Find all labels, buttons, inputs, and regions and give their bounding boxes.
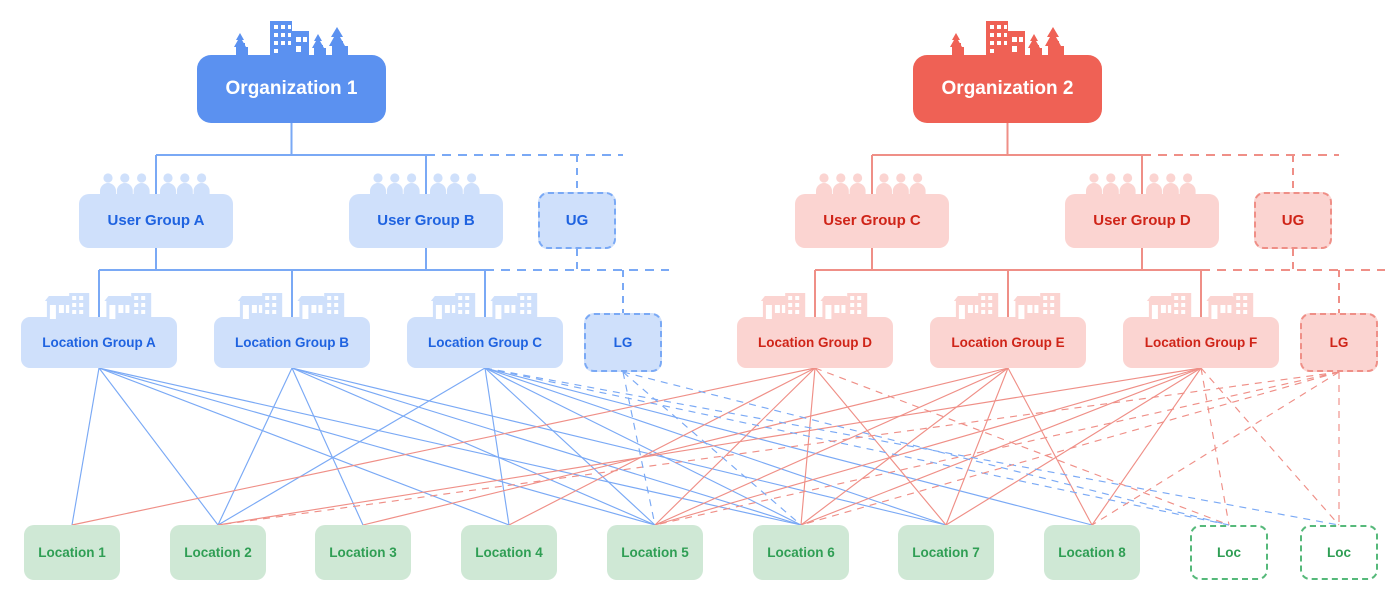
location-group-placeholder-label: LG — [1329, 334, 1349, 350]
location-group-lgf[interactable]: Location Group F — [1123, 317, 1279, 368]
user-group-label: User Group A — [107, 212, 205, 230]
user-group-uga[interactable]: User Group A — [79, 194, 233, 248]
user-group-placeholder-label: UG — [565, 211, 589, 229]
location-loc1[interactable]: Location 1 — [24, 525, 120, 580]
red-tree-connectors — [814, 123, 1385, 317]
location-group-label: Location Group D — [758, 334, 872, 350]
location-group-placeholder-label: LG — [613, 334, 633, 350]
location-loc4[interactable]: Location 4 — [461, 525, 557, 580]
location-loc2[interactable]: Location 2 — [170, 525, 266, 580]
red-membership-lines — [71, 367, 1202, 526]
user-group-ugb[interactable]: User Group B — [349, 194, 503, 248]
user-group-label: User Group C — [823, 212, 921, 230]
location-placeholder-loc-ghost-2[interactable]: Loc — [1300, 525, 1378, 580]
organization-org1[interactable]: Organization 1 — [197, 55, 386, 123]
location-group-label: Location Group E — [951, 334, 1065, 350]
user-group-placeholder-ug-ghost-blue[interactable]: UG — [538, 192, 616, 249]
location-loc8[interactable]: Location 8 — [1044, 525, 1140, 580]
location-group-label: Location Group A — [42, 334, 156, 350]
user-group-placeholder-ug-ghost-red[interactable]: UG — [1254, 192, 1332, 249]
location-placeholder-loc-ghost-1[interactable]: Loc — [1190, 525, 1268, 580]
location-group-lgc[interactable]: Location Group C — [407, 317, 563, 368]
location-loc5[interactable]: Location 5 — [607, 525, 703, 580]
user-group-ugd[interactable]: User Group D — [1065, 194, 1219, 248]
location-loc6[interactable]: Location 6 — [753, 525, 849, 580]
location-label: Location 3 — [329, 544, 397, 560]
location-label: Location 7 — [912, 544, 980, 560]
location-group-label: Location Group C — [428, 334, 542, 350]
location-group-lga[interactable]: Location Group A — [21, 317, 177, 368]
location-placeholder-label: Loc — [1326, 544, 1351, 560]
location-loc7[interactable]: Location 7 — [898, 525, 994, 580]
blue-membership-lines — [71, 367, 1093, 526]
organization-org2[interactable]: Organization 2 — [913, 55, 1102, 123]
blue-tree-connectors — [98, 123, 669, 317]
location-group-lgd[interactable]: Location Group D — [737, 317, 893, 368]
location-group-label: Location Group B — [235, 334, 349, 350]
location-placeholder-label: Loc — [1216, 544, 1241, 560]
organization-label: Organization 1 — [225, 78, 358, 100]
user-group-placeholder-label: UG — [1281, 211, 1305, 229]
user-group-label: User Group B — [377, 212, 475, 230]
location-label: Location 1 — [38, 544, 106, 560]
user-group-label: User Group D — [1093, 212, 1191, 230]
organization-label: Organization 2 — [941, 78, 1074, 100]
location-label: Location 5 — [621, 544, 689, 560]
location-label: Location 6 — [767, 544, 835, 560]
location-label: Location 2 — [184, 544, 252, 560]
location-group-lge[interactable]: Location Group E — [930, 317, 1086, 368]
user-group-ugc[interactable]: User Group C — [795, 194, 949, 248]
location-group-lgb[interactable]: Location Group B — [214, 317, 370, 368]
location-group-placeholder-lg-ghost-blue[interactable]: LG — [584, 313, 662, 372]
location-group-placeholder-lg-ghost-red[interactable]: LG — [1300, 313, 1378, 372]
location-group-label: Location Group F — [1144, 334, 1258, 350]
location-label: Location 8 — [1058, 544, 1126, 560]
location-label: Location 4 — [475, 544, 543, 560]
location-loc3[interactable]: Location 3 — [315, 525, 411, 580]
ghost-membership-lines — [217, 367, 1340, 526]
